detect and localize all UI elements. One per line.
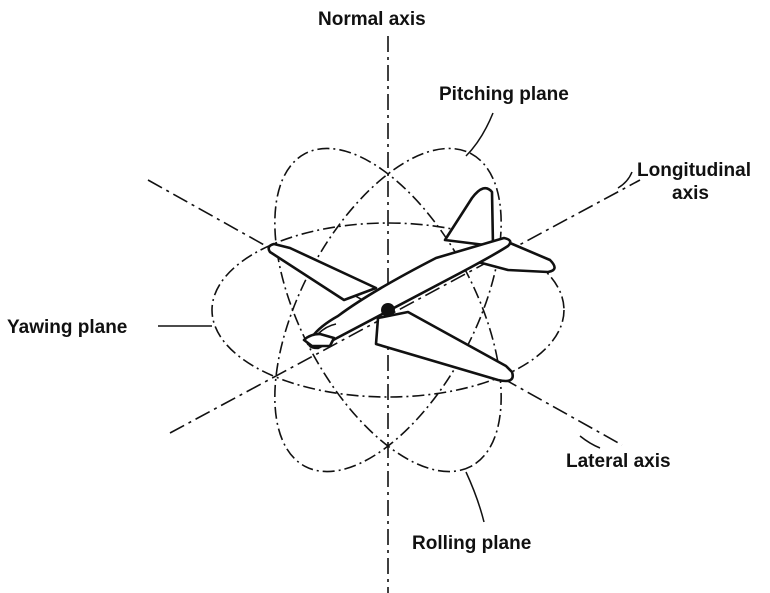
left-wing: [269, 244, 376, 300]
longitudinal-axis-label-line1: Longitudinal: [637, 160, 751, 181]
aircraft-silhouette: [269, 188, 555, 381]
lateral-axis-leader: [580, 436, 600, 448]
vertical-fin: [445, 188, 493, 246]
longitudinal-axis-line: [170, 180, 640, 433]
yawing-plane-label: Yawing plane: [7, 317, 127, 338]
pitching-plane-leader: [466, 113, 493, 156]
rolling-plane-label: Rolling plane: [412, 533, 531, 554]
center-of-gravity-dot: [381, 303, 395, 317]
rolling-plane-leader: [466, 472, 484, 522]
normal-axis-label: Normal axis: [318, 9, 426, 30]
engine-nacelle: [304, 334, 334, 346]
longitudinal-axis-label-line2: axis: [672, 183, 709, 204]
pitching-plane-label: Pitching plane: [439, 84, 569, 105]
lateral-axis-label: Lateral axis: [566, 451, 671, 472]
right-wing: [376, 312, 513, 381]
